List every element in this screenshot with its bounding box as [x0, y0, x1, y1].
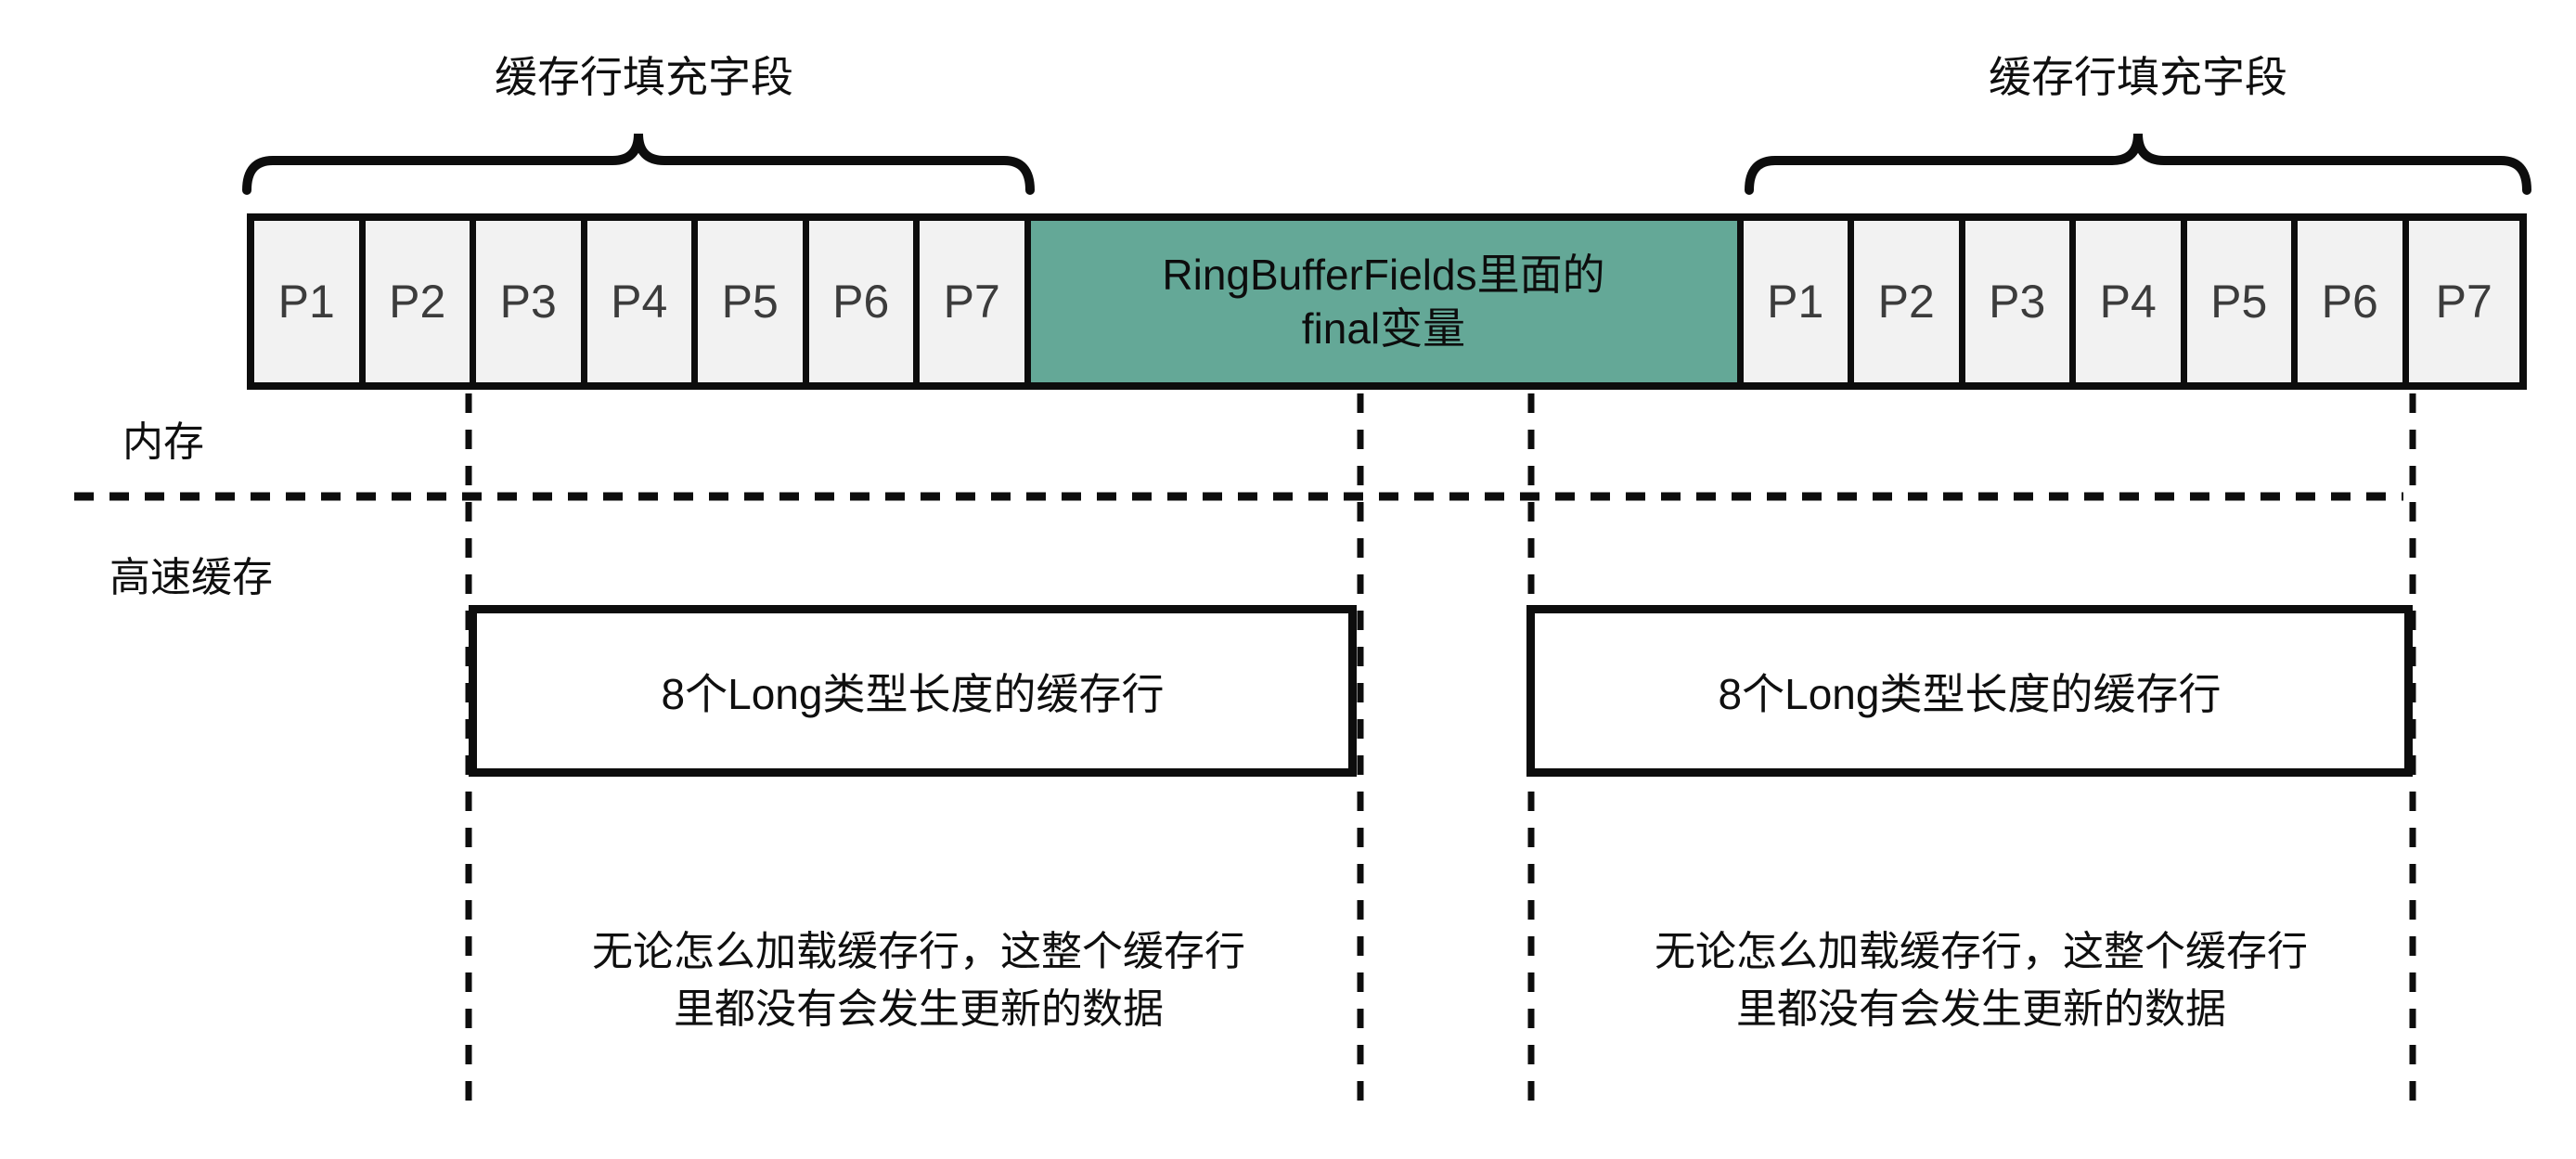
cache-line-box-right-label: 8个Long类型长度的缓存行 — [1718, 669, 2222, 718]
cache-section-label: 高速缓存 — [109, 555, 273, 600]
ring-buffer-fields-cell-line1: RingBufferFields里面的 — [1162, 251, 1605, 299]
cache-line-box-left: 8个Long类型长度的缓存行 — [469, 605, 1357, 777]
note-left-line1: 无论怎么加载缓存行，这整个缓存行 — [592, 929, 1245, 974]
memory-row: P1 P2 P3 P4 P5 P6 P7 RingBufferFields里面的… — [247, 213, 2527, 390]
note-right-line1: 无论怎么加载缓存行，这整个缓存行 — [1655, 929, 2308, 974]
cache-line-padding-label-left: 缓存行填充字段 — [495, 53, 793, 101]
pad-cell-right-p4: P4 — [2076, 221, 2187, 382]
pad-cell-left-p4: P4 — [586, 221, 698, 382]
note-left-line2: 里都没有会发生更新的数据 — [674, 986, 1164, 1032]
memory-section-label: 内存 — [122, 419, 204, 465]
pad-cell-right-p5: P5 — [2186, 221, 2298, 382]
pad-cell-left-p6: P6 — [808, 221, 920, 382]
right-brace — [1745, 133, 2531, 195]
pad-cell-left-p7: P7 — [920, 221, 1031, 382]
pad-cell-right-p2: P2 — [1854, 221, 1965, 382]
pad-cell-left-p5: P5 — [698, 221, 809, 382]
pad-cell-left-p1: P1 — [254, 221, 366, 382]
note-right-line2: 里都没有会发生更新的数据 — [1736, 986, 2226, 1032]
pad-cell-right-p3: P3 — [1964, 221, 2076, 382]
left-brace — [242, 133, 1035, 195]
pad-cell-right-p7: P7 — [2408, 221, 2519, 382]
pad-cell-left-p3: P3 — [476, 221, 587, 382]
note-left: 无论怎么加载缓存行，这整个缓存行 里都没有会发生更新的数据 — [592, 923, 1245, 1038]
cache-line-box-right: 8个Long类型长度的缓存行 — [1526, 605, 2413, 777]
cache-line-box-left-label: 8个Long类型长度的缓存行 — [661, 669, 1165, 718]
note-right: 无论怎么加载缓存行，这整个缓存行 里都没有会发生更新的数据 — [1655, 923, 2308, 1038]
pad-cell-right-p6: P6 — [2298, 221, 2409, 382]
ring-buffer-fields-cell: RingBufferFields里面的 final变量 — [1030, 221, 1744, 382]
ring-buffer-fields-cell-line2: final变量 — [1301, 304, 1466, 353]
pad-cell-right-p1: P1 — [1743, 221, 1854, 382]
cache-line-padding-label-right: 缓存行填充字段 — [1989, 53, 2287, 101]
pad-cell-left-p2: P2 — [365, 221, 476, 382]
